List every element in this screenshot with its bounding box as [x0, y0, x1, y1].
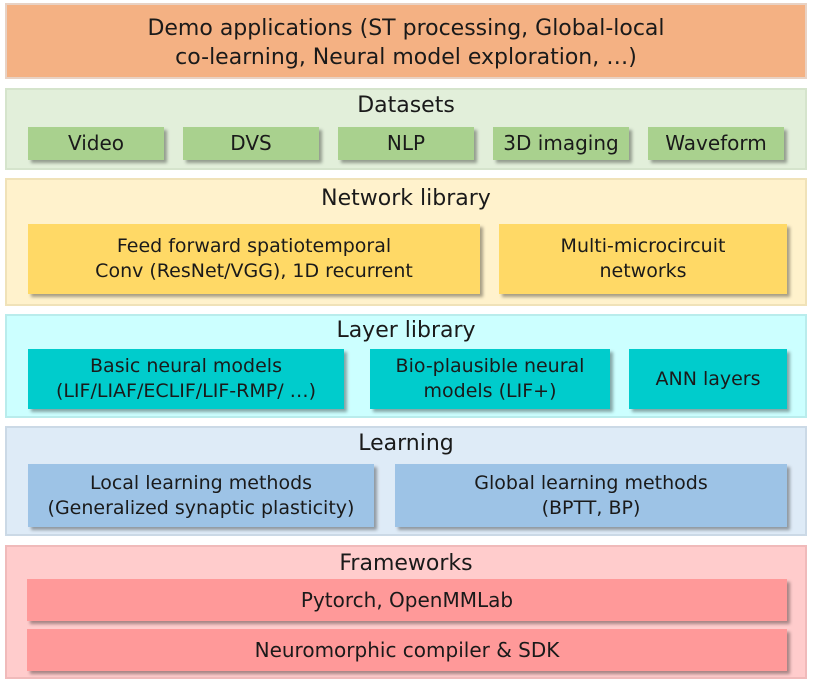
dataset-video: Video	[28, 127, 164, 160]
datasets-title: Datasets	[357, 93, 455, 118]
demo-line-2: co-learning, Neural model exploration, ……	[175, 45, 637, 70]
layer-ann-box: ANN layers	[629, 349, 787, 409]
learning-title: Learning	[358, 431, 454, 456]
learning-layer: Learning Local learning methods (General…	[5, 426, 807, 536]
datasets-layer: Datasets Video DVS NLP 3D imaging Wavefo…	[5, 88, 807, 170]
learning-local-line-2: (Generalized synaptic plasticity)	[47, 496, 355, 519]
learning-local-line-1: Local learning methods	[89, 471, 313, 494]
dataset-dvs: DVS	[183, 127, 319, 160]
network-feedforward-line-1: Feed forward spatiotemporal	[116, 235, 392, 257]
dataset-waveform: Waveform	[648, 127, 784, 160]
dataset-3d-imaging: 3D imaging	[493, 127, 629, 160]
network-microcircuit-line-1: Multi-microcircuit	[560, 235, 726, 257]
learning-global-box: Global learning methods (BPTT, BP)	[395, 464, 787, 527]
layer-basic-models-box: Basic neural models (LIF/LIAF/ECLIF/LIF-…	[28, 349, 344, 409]
layer-ann-label: ANN layers	[655, 367, 761, 390]
layer-library-layer: Layer library Basic neural models (LIF/L…	[5, 314, 807, 418]
framework-neuromorphic-compiler: Neuromorphic compiler & SDK	[27, 629, 787, 671]
learning-local-box: Local learning methods (Generalized syna…	[28, 464, 374, 527]
layer-library-title: Layer library	[336, 318, 476, 343]
framework-pytorch: Pytorch, OpenMMLab	[27, 579, 787, 621]
network-microcircuit-line-2: networks	[599, 260, 687, 282]
network-library-title: Network library	[321, 186, 491, 211]
frameworks-title: Frameworks	[339, 551, 473, 576]
demo-applications-title: Demo applications (ST processing, Global…	[7, 14, 805, 72]
learning-global-line-2: (BPTT, BP)	[541, 496, 641, 519]
network-microcircuit-box: Multi-microcircuit networks	[499, 224, 787, 294]
network-feedforward-box: Feed forward spatiotemporal Conv (ResNet…	[28, 224, 480, 294]
layer-bio-line-2: models (LIF+)	[423, 380, 557, 402]
frameworks-layer: Frameworks Pytorch, OpenMMLab Neuromorph…	[5, 545, 807, 679]
layer-bio-line-1: Bio-plausible neural	[395, 355, 585, 377]
dataset-nlp: NLP	[338, 127, 474, 160]
network-feedforward-line-2: Conv (ResNet/VGG), 1D recurrent	[95, 260, 413, 282]
layer-bioplausible-box: Bio-plausible neural models (LIF+)	[370, 349, 610, 409]
network-library-layer: Network library Feed forward spatiotempo…	[5, 178, 807, 306]
learning-global-line-1: Global learning methods	[474, 471, 708, 494]
layer-basic-line-1: Basic neural models	[90, 355, 282, 377]
demo-line-1: Demo applications (ST processing, Global…	[147, 16, 665, 41]
layer-basic-line-2: (LIF/LIAF/ECLIF/LIF-RMP/ …)	[55, 380, 317, 402]
demo-applications-layer: Demo applications (ST processing, Global…	[5, 3, 807, 79]
